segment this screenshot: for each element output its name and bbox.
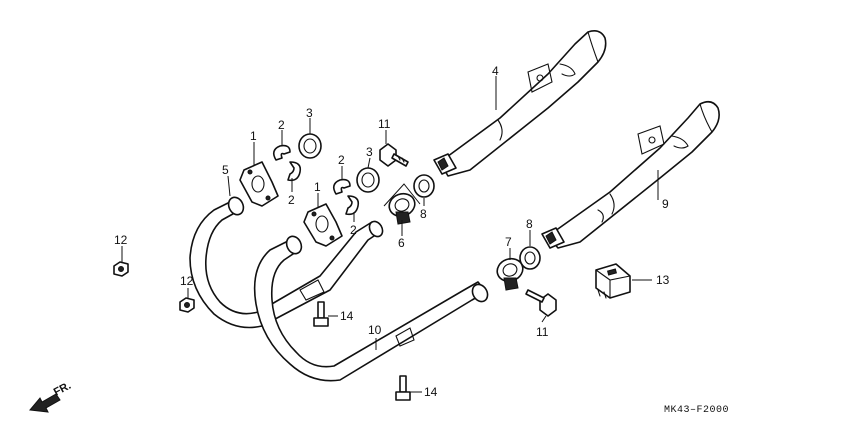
band-assembly-bracket	[383, 183, 421, 207]
callout-3a: 3	[306, 106, 313, 120]
flange-upper[interactable]	[239, 161, 279, 207]
callout-14a: 14	[340, 309, 354, 323]
muffler-band-lower[interactable]	[494, 255, 526, 291]
rubber-mount[interactable]	[595, 263, 631, 299]
flange-bolt-lower[interactable]	[395, 375, 411, 401]
muffler-upper[interactable]	[433, 30, 607, 177]
nut-upper[interactable]	[113, 261, 129, 277]
callout-2b: 2	[288, 193, 295, 207]
collar-half-lower-b[interactable]	[345, 195, 360, 216]
callout-11a: 11	[378, 117, 391, 131]
callout-11b: 11	[536, 325, 549, 339]
flange-lower[interactable]	[303, 203, 343, 247]
bolt-upper[interactable]	[379, 143, 409, 167]
exhaust-pipe-right[interactable]	[253, 234, 491, 382]
collar-lower[interactable]	[519, 246, 541, 270]
exhaust-pipe-left[interactable]	[189, 195, 385, 329]
callout-6: 6	[398, 236, 405, 250]
callout-7: 7	[505, 235, 512, 249]
muffler-band-upper[interactable]	[386, 190, 418, 225]
callout-12a: 12	[114, 233, 128, 247]
callout-14b: 14	[424, 385, 438, 399]
callout-2d: 2	[350, 223, 357, 237]
nut-lower[interactable]	[179, 297, 195, 313]
callout-12b: 12	[180, 274, 194, 288]
callout-8a: 8	[420, 207, 427, 221]
front-direction-indicator: FR.	[29, 380, 73, 413]
gasket-lower[interactable]	[356, 167, 380, 193]
callout-3b: 3	[366, 145, 373, 159]
callout-8b: 8	[526, 217, 533, 231]
front-arrow-icon	[29, 393, 61, 413]
callout-9: 9	[662, 197, 669, 211]
flange-bolt-upper[interactable]	[313, 301, 329, 327]
callout-1a: 1	[250, 129, 257, 143]
callout-2c: 2	[338, 153, 345, 167]
callout-5: 5	[222, 163, 229, 177]
collar-half-upper-b[interactable]	[287, 161, 302, 182]
gasket-upper[interactable]	[298, 133, 322, 159]
callout-2a: 2	[278, 118, 285, 132]
callout-1b: 1	[314, 180, 321, 194]
callout-10: 10	[368, 323, 382, 337]
callout-13: 13	[656, 273, 670, 287]
collar-upper[interactable]	[413, 174, 435, 198]
diagram-code: MK43–F2000	[664, 405, 729, 416]
callout-labels: 1 1 2 2 2 2 3 3 4 5 6 7 8 8 9 10 11 11 1…	[114, 64, 670, 399]
leader-lines	[121, 76, 659, 393]
collar-half-lower-a[interactable]	[332, 178, 351, 195]
collar-half-upper-a[interactable]	[272, 144, 291, 161]
callout-4: 4	[492, 64, 499, 78]
bolt-lower[interactable]	[525, 289, 557, 317]
muffler-lower[interactable]	[541, 100, 720, 249]
front-label: FR.	[52, 380, 73, 399]
